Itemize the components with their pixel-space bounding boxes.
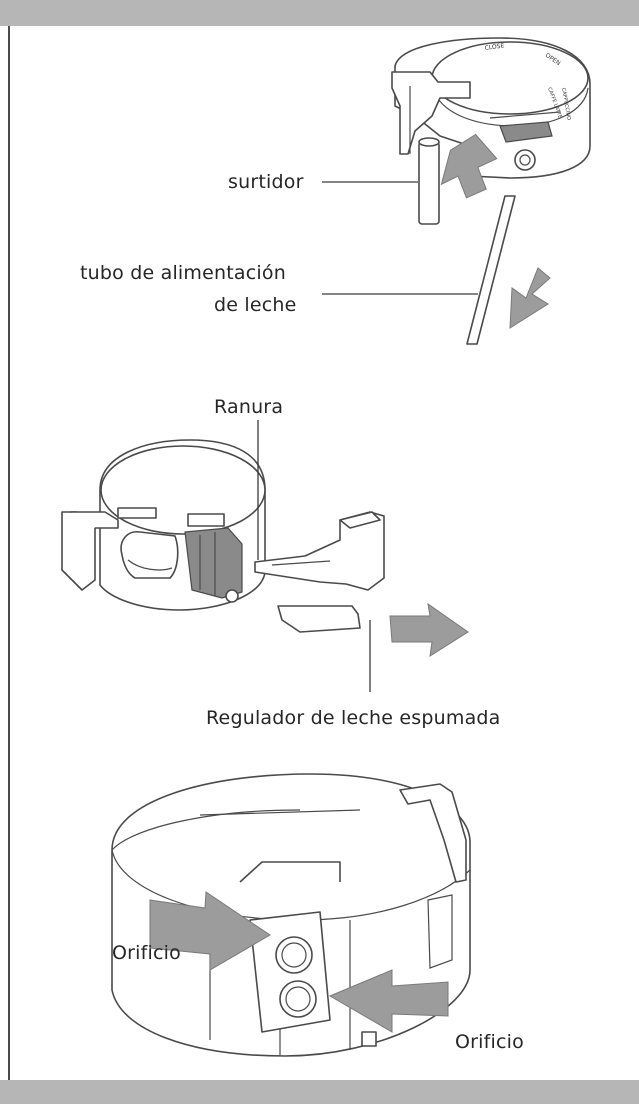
frother-knob xyxy=(514,149,536,171)
label-ranura: Ranura xyxy=(214,396,284,418)
orifice-upper xyxy=(275,936,313,974)
label-regulador: Regulador de leche espumada xyxy=(206,707,501,729)
milk-tube xyxy=(466,195,516,345)
bottom-band xyxy=(0,1080,639,1104)
dial-marking-close: CLOSE xyxy=(484,42,505,52)
orifice-lower xyxy=(279,980,317,1018)
left-rule xyxy=(8,26,10,1080)
label-surtidor: surtidor xyxy=(228,171,304,193)
frother-lever xyxy=(391,71,471,155)
dial-marking-cappuccino: CAPPUCCINO xyxy=(560,87,572,120)
regulator-seat xyxy=(184,527,243,599)
label-tubo-line1: tubo de alimentación xyxy=(80,262,286,284)
label-orificio-right: Orificio xyxy=(455,1031,524,1053)
dial-window xyxy=(499,121,553,143)
label-orificio-left: Orificio xyxy=(112,942,181,964)
arrow-orifice-upper xyxy=(149,891,271,971)
arrow-outlet-down xyxy=(440,133,498,199)
housing-window xyxy=(120,530,179,579)
top-band xyxy=(0,0,639,26)
label-tubo-line2: de leche xyxy=(214,294,297,316)
outlet-spout xyxy=(418,141,440,225)
figure-frother-tube: CLOSE OPEN CAFFE LATTE CAPPUCCINO xyxy=(322,37,591,345)
arrow-orifice-lower xyxy=(328,969,449,1033)
arrow-tube-down xyxy=(509,267,551,329)
side-window xyxy=(427,894,453,969)
arrow-regulator-out xyxy=(389,602,469,658)
housing-handle xyxy=(399,783,467,883)
regulator-part xyxy=(254,511,385,591)
figure-orifices xyxy=(111,773,471,1057)
figure-regulator xyxy=(61,420,469,692)
